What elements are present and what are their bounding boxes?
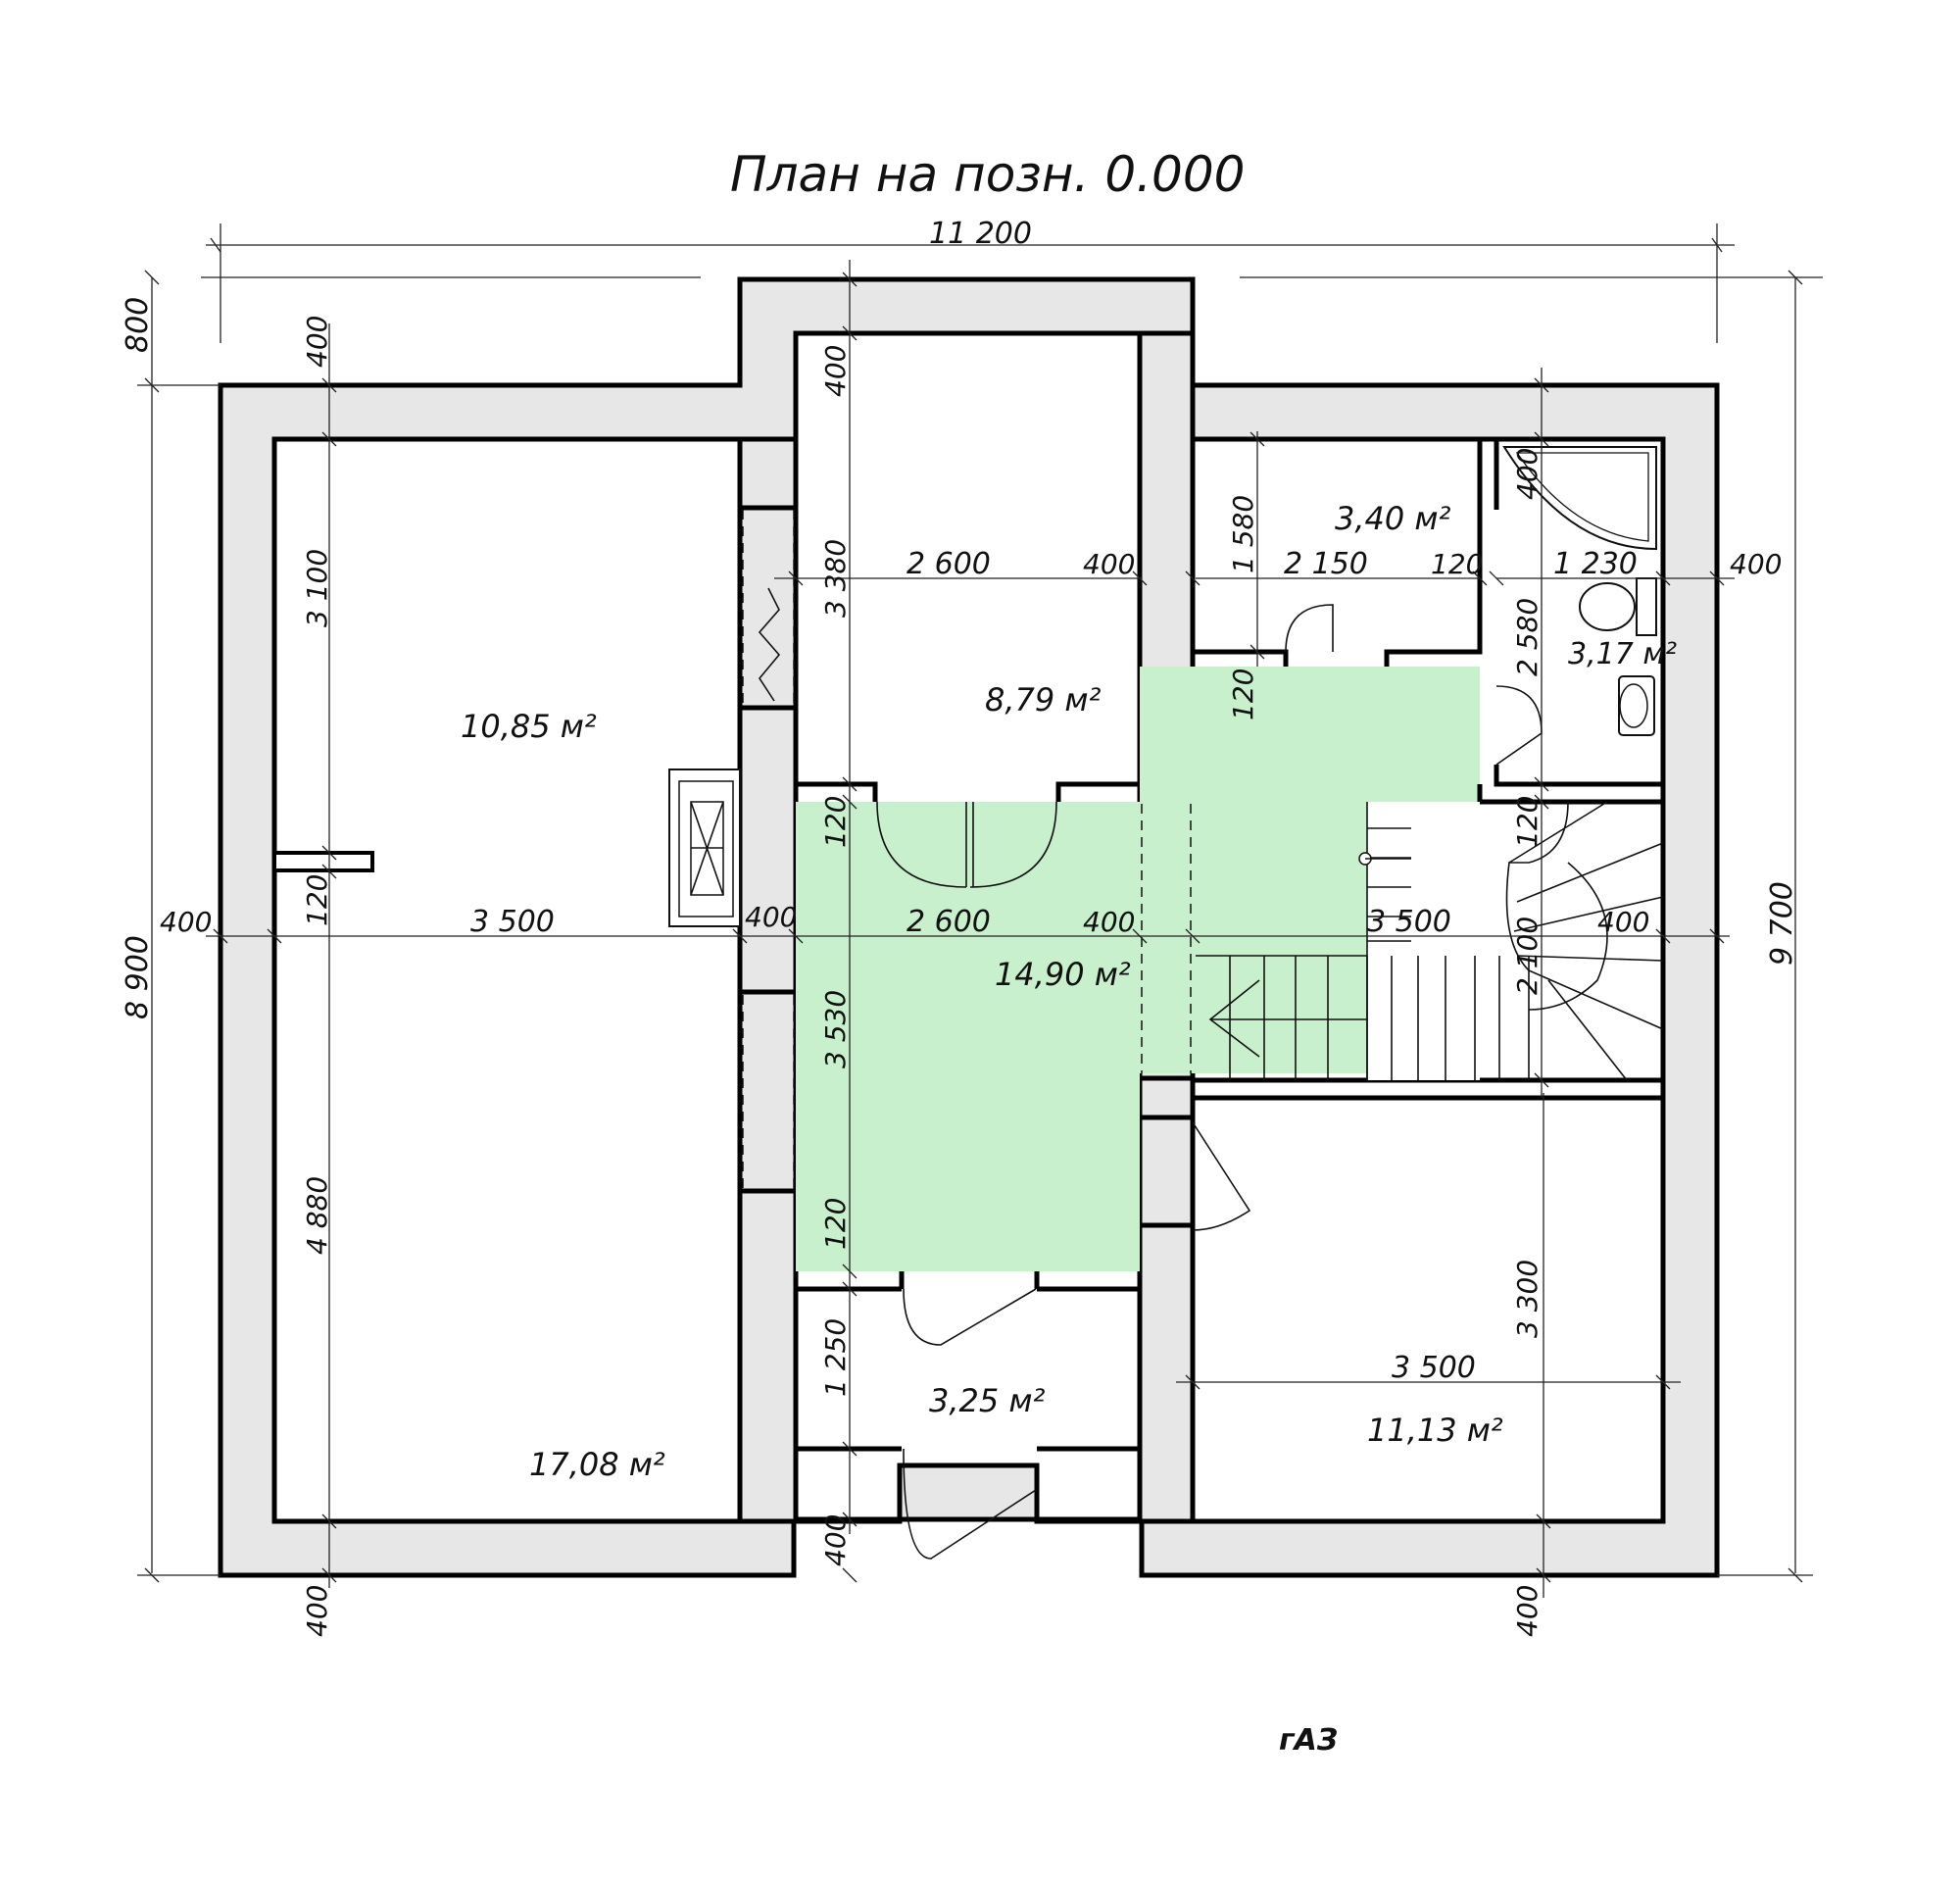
dim-room-left-top-height: 3 100 [301, 549, 333, 627]
dim-mid-room-height: 3 380 [819, 539, 852, 618]
dim-room-left-partition: 120 [301, 874, 333, 926]
dim-room-left-width: 3 500 [470, 905, 555, 939]
dim-right-wall-bottom: 400 [1511, 1585, 1544, 1637]
folding-door-icon [758, 587, 781, 702]
partitions [272, 436, 1666, 1452]
dim-overall-height-left: 8 900 [121, 935, 155, 1019]
dim-hall-bottom-partition: 120 [819, 1198, 852, 1250]
area-room-top-middle: 8,79 м² [985, 681, 1102, 719]
area-hall: 14,90 м² [995, 956, 1131, 993]
dim-right-ext-wall-mid: 400 [1597, 906, 1649, 938]
dim-storage-partition: 120 [1431, 548, 1483, 580]
dim-hall-width: 2 600 [906, 905, 991, 939]
bathtub-icon [1502, 446, 1657, 551]
dim-hall-top-partition: 120 [819, 796, 852, 848]
dim-left-wall-top: 400 [301, 316, 333, 368]
dim-corridor-partition: 120 [1227, 669, 1259, 720]
dim-inner-wall-2: 400 [1083, 906, 1135, 938]
wall-mid-right-bottom [1137, 1222, 1196, 1524]
fireplace-icon [668, 768, 741, 927]
area-storage: 3,40 м² [1335, 500, 1451, 537]
wall-left-mid-lower [737, 1188, 799, 1524]
sink-icon [1618, 675, 1655, 736]
dim-inner-wall-1: 400 [745, 901, 797, 933]
dim-room-left-bottom-height: 4 880 [301, 1176, 333, 1255]
dim-bath-height: 2 580 [1511, 598, 1544, 676]
dim-top-offset: 800 [121, 297, 155, 353]
dimension-lines [137, 223, 1823, 1598]
dim-bath-width: 1 230 [1553, 547, 1638, 581]
dim-hall-height: 3 530 [819, 990, 852, 1068]
dim-storage-width: 2 150 [1284, 547, 1368, 581]
area-room-bottom-right: 11,13 м² [1367, 1412, 1503, 1449]
dim-right-corridor-partition: 120 [1511, 796, 1544, 848]
area-room-bottom-left: 17,08 м² [529, 1446, 665, 1483]
dim-storage-height: 1 580 [1227, 495, 1259, 573]
dim-stair-depth: 2 100 [1511, 917, 1544, 995]
dim-mid-room-width: 2 600 [906, 547, 991, 581]
wall-left-mid-upper [737, 436, 799, 511]
dim-room-right-bottom-width: 3 500 [1392, 1351, 1476, 1385]
dim-mid-top-wall: 400 [819, 345, 852, 397]
room-areas: 10,85 м² 17,08 м² 8,79 м² 14,90 м² 3,25 … [461, 500, 1677, 1483]
toilet-icon [1579, 577, 1657, 636]
dim-left-ext-wall: 400 [160, 906, 212, 938]
dim-bath-top-wall: 400 [1511, 448, 1544, 500]
dim-right-ext-wall-top: 400 [1730, 548, 1782, 580]
area-room-top-left: 10,85 м² [461, 708, 597, 745]
footer-code: гАЗ [1279, 1723, 1338, 1758]
plan-title: План на позн. 0.000 [730, 146, 1246, 203]
area-bathroom: 3,17 м² [1568, 637, 1677, 671]
dim-vestibule-height: 1 250 [819, 1318, 852, 1397]
dim-overall-height-right: 9 700 [1765, 881, 1799, 966]
wall-left-mid-chimney [737, 705, 799, 995]
door-swings [876, 604, 1543, 1560]
dimension-labels: 11 200 800 8 900 9 700 400 3 100 120 4 8… [121, 217, 1799, 1637]
area-vestibule: 3,25 м² [929, 1382, 1046, 1419]
dim-overall-width: 11 200 [929, 217, 1032, 251]
dim-bottom-mid-wall: 400 [819, 1514, 852, 1566]
dim-room-right-bottom-height: 3 300 [1511, 1260, 1544, 1338]
dim-mid-right-wall: 400 [1083, 548, 1135, 580]
wall-mid-right-lower [1137, 1075, 1196, 1120]
dim-stair-width: 3 500 [1367, 905, 1451, 939]
dim-left-wall-bottom: 400 [301, 1585, 333, 1637]
staircase-icon [1196, 801, 1664, 1081]
